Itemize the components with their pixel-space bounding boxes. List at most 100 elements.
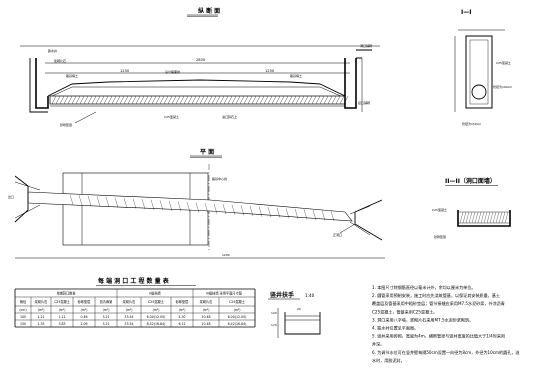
plan-right-wing — [354, 199, 383, 241]
label-design-line: 设计路面线 — [165, 69, 180, 74]
detail-rungs — [285, 315, 320, 321]
sec2-hatch-line — [498, 211, 503, 224]
hatch-line — [51, 95, 57, 105]
plan-hatch-line — [267, 207, 272, 218]
table-unit: (m²) — [103, 308, 110, 312]
hatch-line — [71, 95, 77, 105]
hatch-line — [147, 95, 153, 105]
section-2-hatch — [459, 211, 509, 224]
hatch-line — [127, 95, 133, 105]
table-cell: 8.42(16.84) — [228, 322, 247, 326]
plan-hatch-line — [231, 204, 236, 215]
table-unit: (m³) — [126, 308, 133, 312]
dim-right: 1250 — [265, 69, 275, 73]
table-unit: (m³) — [203, 308, 210, 312]
section-2-title: II—II（洞口面墙） — [445, 177, 496, 185]
table-column-header: C25混凝土 — [148, 299, 165, 304]
dim-left: 1250 — [120, 69, 130, 73]
hatch-line — [199, 95, 205, 105]
hatch-line — [55, 95, 61, 105]
table-title: 每 端 洞 口 工 程 数 量 表 — [97, 277, 170, 285]
sec2-hatch-line — [471, 211, 476, 224]
section-2-bottom: 砂砾垫层 — [434, 234, 446, 239]
table-cell: 33.54 — [124, 315, 133, 319]
section-1-pipe — [471, 84, 487, 100]
section-1-pipe-label: 管径为100cm — [493, 84, 512, 89]
sec2-hatch-line — [489, 211, 494, 224]
plan-title: 平 面 — [200, 148, 214, 156]
hatch-line — [163, 95, 169, 105]
longitudinal-section: 纵 断 面 2800 1250 1250 跌水井 浆砌片石 路基填土 设计路面线… — [20, 7, 380, 127]
sec2-hatch-line — [480, 211, 485, 224]
section-1-1: I—I C25混凝土 管径为100cm 管径为150cm — [454, 9, 512, 126]
hatch-line — [151, 95, 157, 105]
hatch-line — [331, 95, 337, 105]
hatch-line — [171, 95, 177, 105]
hatch-line — [111, 95, 117, 105]
hatch-line — [243, 95, 249, 105]
table-unit: (m³) — [153, 308, 160, 312]
note-line: 6. 为调节水位可在竖井壁每隔50cm设置一向径为8cm，外径为10cm的圆孔，… — [372, 349, 519, 355]
detail-view: 竖井扶手 1:40 120 170 20 — [268, 291, 321, 338]
note-line: 水时，用胶泥封。 — [372, 357, 405, 363]
left-headwall — [35, 58, 49, 109]
hatch-line — [83, 95, 89, 105]
sec2-hatch-line — [501, 211, 506, 224]
section-1-concrete: C25混凝土 — [496, 60, 511, 65]
table-cell: 1.35 — [37, 322, 44, 326]
plan-view: 平 面 路基中心线 出口 正洞口 1200 — [8, 148, 385, 259]
plan-hatch-line — [276, 207, 281, 218]
table-cell: 1.21 — [37, 315, 44, 319]
plan-hatch-line — [159, 200, 164, 211]
note-line: 3. 洞口采用八字墙，浆砌片石采用M7.5水泥砂浆砌筑。 — [372, 316, 473, 322]
plan-hatch-line — [222, 204, 227, 215]
plan-center-label: 路基中心线 — [212, 176, 227, 181]
plan-hatch-line — [150, 199, 155, 210]
sec2-hatch-line — [492, 211, 497, 224]
table-cell: 3.83 — [58, 322, 65, 326]
label-right-top: 洞口铺砌 — [360, 43, 372, 48]
left-foundation — [29, 58, 48, 113]
hatch-line — [131, 95, 137, 105]
plan-hatch-line — [204, 203, 209, 214]
leader-sand — [74, 111, 97, 124]
hatch-line — [115, 95, 121, 105]
plan-hatch-line — [141, 199, 146, 210]
plan-hatch-line — [177, 201, 182, 212]
table-unit: (cm) — [19, 308, 26, 312]
hatch-line — [67, 95, 73, 105]
hatch-line — [255, 95, 261, 105]
plan-hatch-line — [240, 205, 245, 216]
plan-hatch-line — [258, 206, 263, 217]
plan-hatch-line — [249, 205, 254, 217]
label-left-wall: 跌水井 — [48, 48, 57, 53]
plan-left-wing-lines — [14, 181, 41, 219]
hatch-line — [75, 95, 81, 105]
table-cell: 3.21 — [102, 315, 109, 319]
table-cell: 100 — [20, 315, 26, 319]
embankment-line — [47, 79, 346, 97]
hatch-line — [235, 95, 241, 105]
hatch-line — [295, 95, 301, 105]
plan-hatch-line — [168, 200, 173, 211]
plan-hatch-line — [78, 195, 83, 206]
label-concrete: C25混凝土 — [164, 114, 179, 119]
detail-dim-2: 170 — [271, 323, 277, 327]
detail-title: 竖井扶手 — [270, 291, 294, 299]
hatch-line — [191, 95, 197, 105]
hatch-line — [291, 95, 297, 105]
hatch-line — [283, 95, 289, 105]
hatch-line — [211, 95, 217, 105]
hatch-line — [287, 95, 293, 105]
hatch-line — [123, 95, 129, 105]
plan-left-label: 出口 — [8, 194, 14, 199]
plan-hatch-line — [105, 196, 110, 207]
section-2-inner — [457, 211, 511, 224]
plan-hatch-line — [294, 208, 299, 219]
hatch-line — [107, 95, 113, 105]
table-column-header: C25混凝土 — [229, 299, 246, 304]
right-cap — [356, 49, 372, 59]
hatch-line — [207, 95, 213, 105]
hatch-line — [271, 95, 277, 105]
